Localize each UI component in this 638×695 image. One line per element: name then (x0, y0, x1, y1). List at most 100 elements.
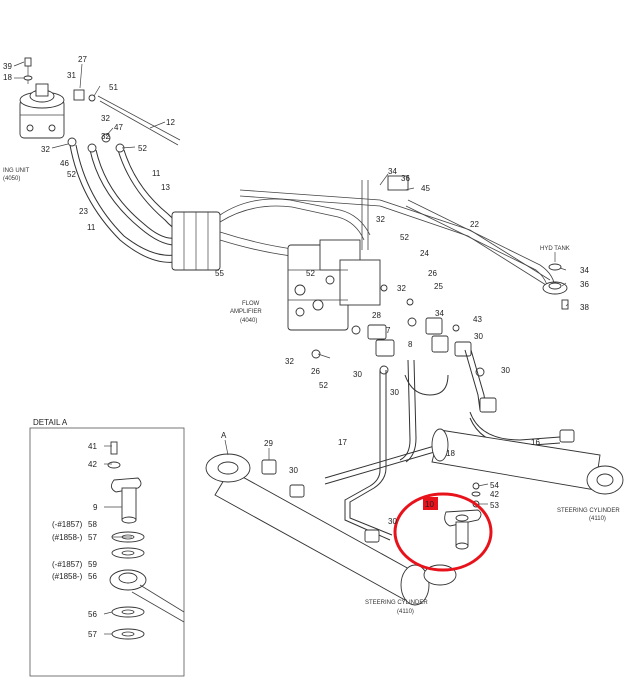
callout-30e: 30 (289, 466, 298, 475)
detail-a-labels: DETAIL A 41 42 9 (-#1857) 58 (#1858-) 57… (33, 418, 98, 639)
highlight-badge (423, 497, 438, 510)
steering-cylinder-bottom-caption: STEERING CYLINDER (365, 600, 428, 606)
steering-cylinder-right-caption: STEERING CYLINDER (557, 508, 620, 514)
callout-34b: 34 (580, 266, 589, 275)
callout-32d: 32 (376, 215, 385, 224)
detail-callout-56: 56 (88, 572, 97, 581)
callout-52d: 52 (306, 269, 315, 278)
steering-cylinder-right (431, 397, 624, 495)
callout-23: 23 (79, 207, 88, 216)
oring-51 (88, 94, 96, 102)
callout-32f: 32 (285, 357, 294, 366)
callout-26a: 26 (428, 269, 437, 278)
detail-note-58: (-#1857) (52, 520, 83, 529)
callout-17: 17 (338, 438, 347, 447)
highlight-circle (393, 492, 493, 572)
callout-30b: 30 (353, 370, 362, 379)
steering-cylinder-bottom (205, 439, 457, 606)
callout-34a: 34 (388, 167, 397, 176)
callout-36b: 36 (580, 280, 589, 289)
callout-18: 18 (3, 73, 12, 82)
flow-amplifier-code: (4040) (240, 318, 257, 324)
detail-callout-42: 42 (88, 460, 97, 469)
steering-unit-code: (4050) (3, 176, 20, 182)
callout-52a: 52 (138, 144, 147, 153)
callout-labels: 39 18 27 31 51 12 32 47 32 52 32 46 52 1… (3, 55, 589, 526)
callout-32e: 32 (397, 284, 406, 293)
callout-22: 22 (470, 220, 479, 229)
callout-32c: 32 (41, 145, 50, 154)
callout-18b: 18 (446, 449, 455, 458)
callout-30d: 30 (501, 366, 510, 375)
detail-callout-56b: 56 (88, 610, 97, 619)
tube-12 (97, 95, 181, 146)
detail-callout-59: 59 (88, 560, 97, 569)
callout-43: 43 (473, 315, 482, 324)
callout-13: 13 (161, 183, 170, 192)
callout-45: 45 (421, 184, 430, 193)
detail-note-56: (#1858-) (52, 572, 83, 581)
callout-31: 31 (67, 71, 76, 80)
fitting-29 (261, 448, 277, 475)
callout-24: 24 (420, 249, 429, 258)
captions: ING UNIT (4050) FLOW AMPLIFIER (4040) HY… (3, 168, 620, 615)
callout-32b: 32 (101, 132, 110, 141)
detail-callout-57b: 57 (88, 630, 97, 639)
callout-30c: 30 (390, 388, 399, 397)
callout-38: 38 (580, 303, 589, 312)
callout-28: 28 (372, 311, 381, 320)
callout-12: 12 (166, 118, 175, 127)
callout-10: 10 (425, 500, 434, 509)
callout-7: 7 (386, 326, 391, 335)
steering-cylinder-bottom-code: (4110) (397, 609, 414, 615)
hyd-tank-caption: HYD TANK (540, 246, 570, 252)
amplifier-fittings (311, 284, 485, 377)
callout-54: 54 (490, 481, 499, 490)
detail-note-57: (#1858-) (52, 533, 83, 542)
callout-42: 42 (490, 490, 499, 499)
detail-a-box (29, 427, 185, 677)
callout-25: 25 (434, 282, 443, 291)
callout-55: 55 (215, 269, 224, 278)
callout-52b: 52 (67, 170, 76, 179)
callout-11b: 11 (87, 223, 96, 232)
callout-53: 53 (490, 501, 499, 510)
detail-a-title: DETAIL A (33, 418, 68, 427)
fitting-27 (73, 89, 85, 101)
steering-cylinder-right-code: (4110) (589, 516, 606, 522)
callout-51: 51 (109, 83, 118, 92)
detail-note-59: (-#1857) (52, 560, 83, 569)
hose-bundle-left (67, 133, 179, 263)
flow-amplifier-caption-1: FLOW (242, 301, 260, 307)
callout-26b: 26 (311, 367, 320, 376)
detail-callout-58: 58 (88, 520, 97, 529)
callout-27: 27 (78, 55, 87, 64)
callout-52e: 52 (319, 381, 328, 390)
callout-52c: 52 (400, 233, 409, 242)
detail-callout-9: 9 (93, 503, 98, 512)
callout-46: 46 (60, 159, 69, 168)
steering-unit-caption: ING UNIT (3, 168, 30, 174)
steering-unit (19, 83, 65, 139)
flow-amplifier (287, 239, 381, 331)
callout-47: 47 (114, 123, 123, 132)
leader-lines (13, 61, 569, 635)
flow-amplifier-caption-2: AMPLIFIER (230, 309, 262, 315)
callout-30f: 30 (388, 517, 397, 526)
bolt-39 (24, 57, 32, 67)
detail-callout-57: 57 (88, 533, 97, 542)
callout-34c: 34 (435, 309, 444, 318)
return-pipe-22 (361, 175, 556, 293)
callout-11a: 11 (152, 169, 161, 178)
callout-36a: 36 (401, 174, 410, 183)
callout-16: 16 (531, 438, 540, 447)
pin-assembly-10 (444, 482, 482, 550)
hyd-tank-fittings (542, 252, 569, 310)
hose-clamp-55 (171, 211, 221, 271)
callout-29: 29 (264, 439, 273, 448)
washer-18 (23, 75, 33, 81)
callout-30a: 30 (474, 332, 483, 341)
view-a-marker: A (221, 431, 227, 440)
